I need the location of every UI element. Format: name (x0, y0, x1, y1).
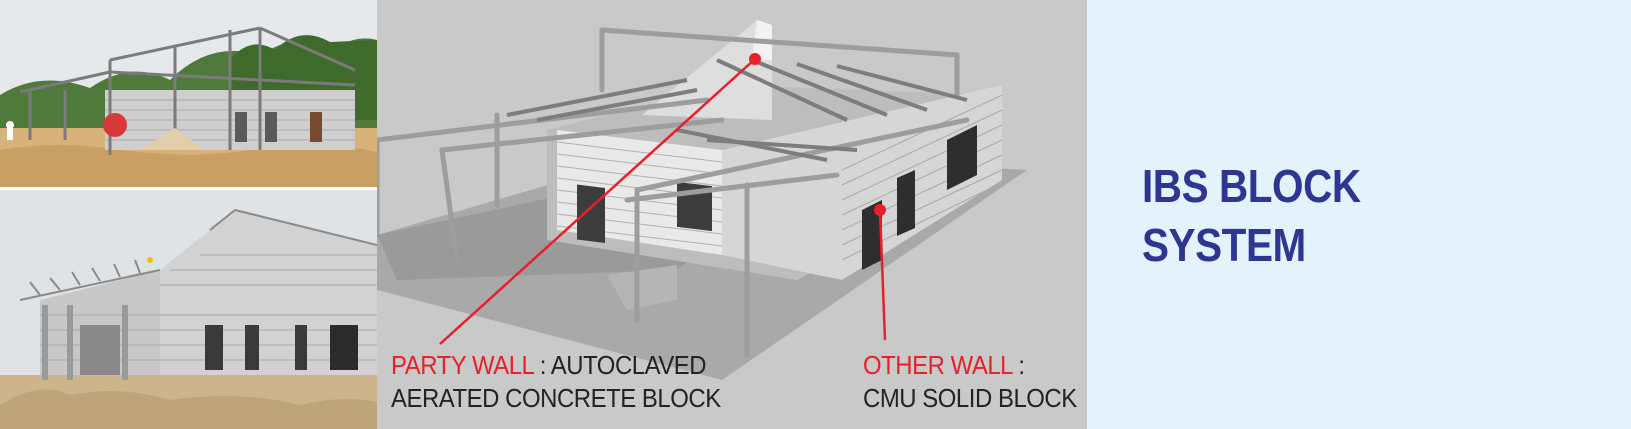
construction-site-steel-frame-photo (0, 0, 377, 187)
other-wall-separator: : (1012, 350, 1025, 380)
title-panel: IBS BLOCK SYSTEM (1087, 0, 1631, 429)
steel-frame-block-house-illustration (377, 20, 1027, 380)
party-wall-label: PARTY WALL (391, 350, 534, 380)
page-title: IBS BLOCK SYSTEM (1142, 157, 1361, 275)
other-wall-material: CMU SOLID BLOCK (863, 383, 1077, 413)
party-wall-separator: : AUTOCLAVED (533, 350, 707, 380)
building-diagram: PARTY WALL : AUTOCLAVED AERATED CONCRETE… (377, 0, 1087, 429)
title-line-1: IBS BLOCK (1142, 160, 1361, 212)
block-walls-roof-truss-photo (0, 190, 377, 429)
other-wall-caption: OTHER WALL : CMU SOLID BLOCK (863, 349, 1077, 415)
title-line-2: SYSTEM (1142, 219, 1306, 271)
party-wall-material: AERATED CONCRETE BLOCK (391, 383, 721, 413)
party-wall-caption: PARTY WALL : AUTOCLAVED AERATED CONCRETE… (391, 349, 721, 415)
other-wall-label: OTHER WALL (863, 350, 1013, 380)
